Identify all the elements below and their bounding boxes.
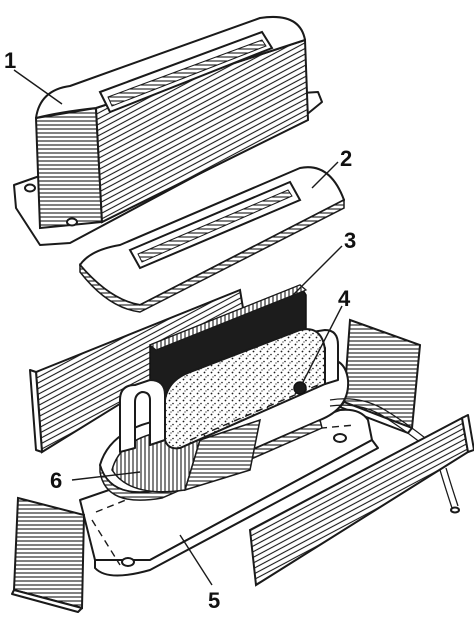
leader-lines (13, 69, 343, 586)
right-side-panel (248, 414, 474, 587)
housing-cover (13, 16, 323, 246)
callout-6: 6 (50, 468, 62, 493)
callout-3: 3 (344, 228, 356, 253)
callout-labels: 1 2 3 4 5 6 (4, 48, 356, 613)
coil-assembly (99, 328, 441, 501)
leader-2 (311, 161, 339, 189)
callout-5: 5 (208, 588, 220, 613)
leader-6 (71, 471, 141, 481)
callout-2: 2 (340, 146, 352, 171)
leader-5 (179, 534, 213, 586)
left-end-panel (11, 496, 86, 613)
leader-4 (301, 305, 343, 385)
callout-1: 1 (4, 48, 16, 73)
leader-3 (289, 245, 343, 299)
callout-4: 4 (338, 286, 351, 311)
base-plate (79, 408, 379, 577)
leader-1 (13, 69, 63, 105)
slotted-cover-plate (79, 166, 345, 313)
